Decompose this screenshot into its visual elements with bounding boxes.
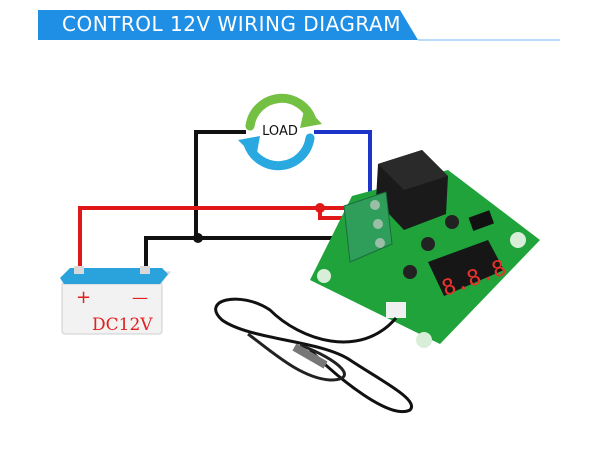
button-down (445, 215, 459, 229)
terminal-screw (375, 238, 385, 248)
header-bar-shape (38, 10, 560, 41)
load-arrowhead-bottom-icon (238, 136, 260, 158)
negative-wire (144, 236, 356, 276)
thermostat-board: 8.8.8 (310, 150, 540, 348)
button-set (403, 265, 417, 279)
button-up (421, 237, 435, 251)
mounting-hole (510, 232, 526, 248)
load-negative-wire (194, 130, 246, 238)
relay-top (378, 150, 448, 190)
battery-minus-symbol: — (132, 288, 148, 307)
load-return-wire (314, 130, 372, 196)
battery-label: DC12V (92, 315, 153, 335)
sensor-cable (214, 297, 414, 413)
page-title: CONTROL 12V WIRING DIAGRAM (62, 12, 401, 36)
header-bar: CONTROL 12V WIRING DIAGRAM (0, 0, 600, 44)
terminal-screw (370, 200, 380, 210)
terminal-screw (373, 219, 383, 229)
load-arrowhead-top-icon (300, 106, 322, 128)
header-banner (38, 10, 418, 40)
sensor-tip (292, 343, 328, 369)
sensor-cable-loop (247, 332, 346, 382)
sensor-probe (214, 297, 414, 413)
mounting-hole (416, 332, 432, 348)
positive-wire (78, 206, 356, 272)
battery-plus-symbol: + (76, 287, 91, 308)
microcontroller-chip (468, 210, 495, 231)
battery-terminal-negative (140, 266, 150, 274)
mounting-hole (317, 269, 331, 283)
sensor-connector (386, 302, 406, 318)
load-label: LOAD (262, 124, 298, 139)
wires (78, 130, 372, 276)
battery-terminal-positive (74, 266, 84, 274)
led-display (428, 240, 504, 296)
battery: + — DC12V (60, 266, 172, 335)
positive-junction (315, 203, 325, 213)
negative-junction (193, 233, 203, 243)
load-icon: LOAD (238, 93, 322, 171)
